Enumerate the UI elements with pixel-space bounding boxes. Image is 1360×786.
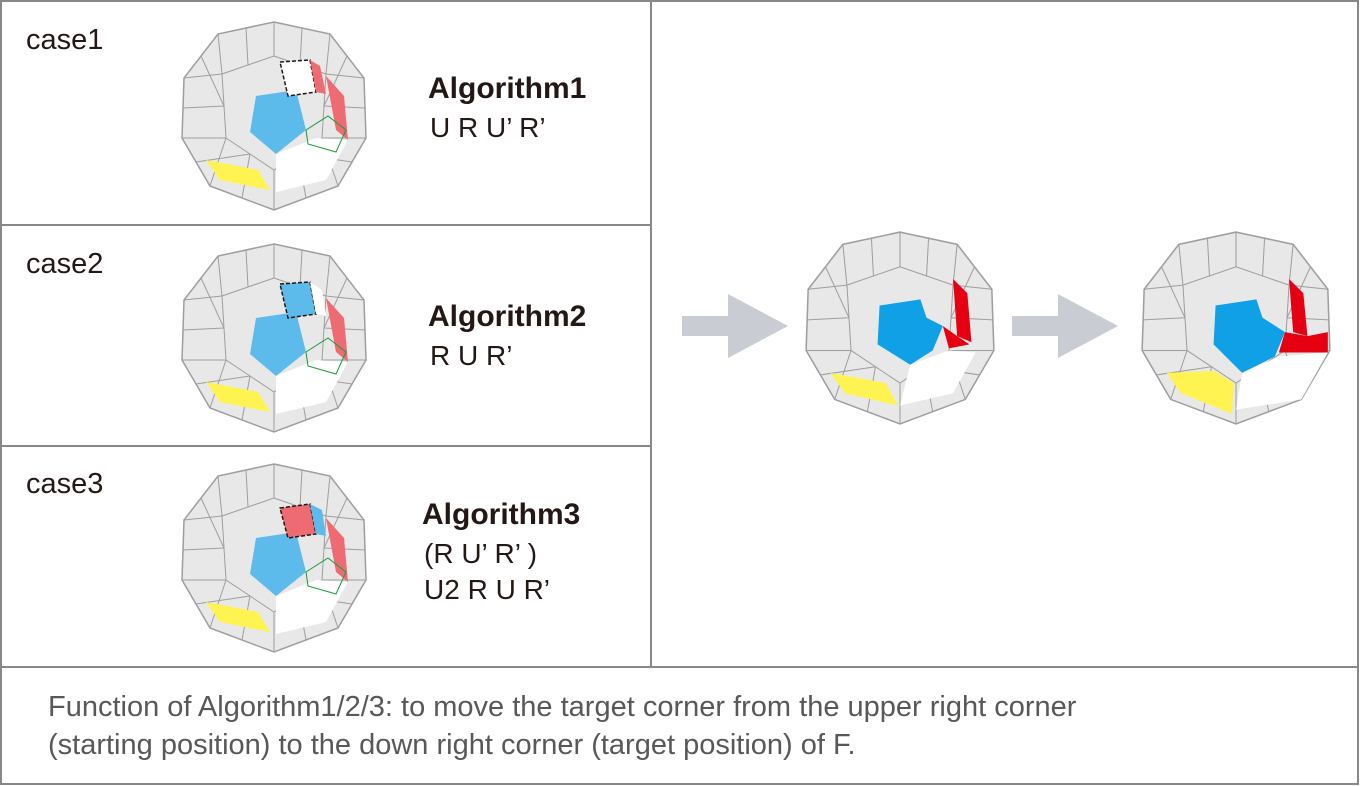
algorithm2-moves: R U R’ <box>430 340 513 371</box>
megaminx-intermediate-icon <box>805 231 995 425</box>
case2-label: case2 <box>26 248 104 280</box>
algorithm3-title: Algorithm3 <box>422 498 581 531</box>
caption: Function of Algorithm1/2/3: to move the … <box>48 688 1328 764</box>
algorithm1-moves: U R U’ R’ <box>430 112 546 143</box>
arrow-right-icon <box>1012 294 1118 358</box>
megaminx-target-icon <box>1141 231 1331 425</box>
case1-label: case1 <box>26 24 104 56</box>
caption-line2: (starting position) to the down right co… <box>48 729 856 761</box>
algorithm3-moves-line1: (R U’ R’ ) <box>424 538 538 569</box>
megaminx-case3-icon <box>181 463 367 653</box>
algorithm1-title: Algorithm1 <box>428 72 587 105</box>
megaminx-case2-icon <box>181 243 367 433</box>
megaminx-case1-icon <box>181 21 367 211</box>
algorithm2-title: Algorithm2 <box>428 300 587 333</box>
case3-label: case3 <box>26 468 104 500</box>
algorithm3-moves-line2: U2 R U R’ <box>424 574 551 605</box>
arrow-right-icon <box>682 294 788 358</box>
caption-line1: Function of Algorithm1/2/3: to move the … <box>48 691 1077 723</box>
